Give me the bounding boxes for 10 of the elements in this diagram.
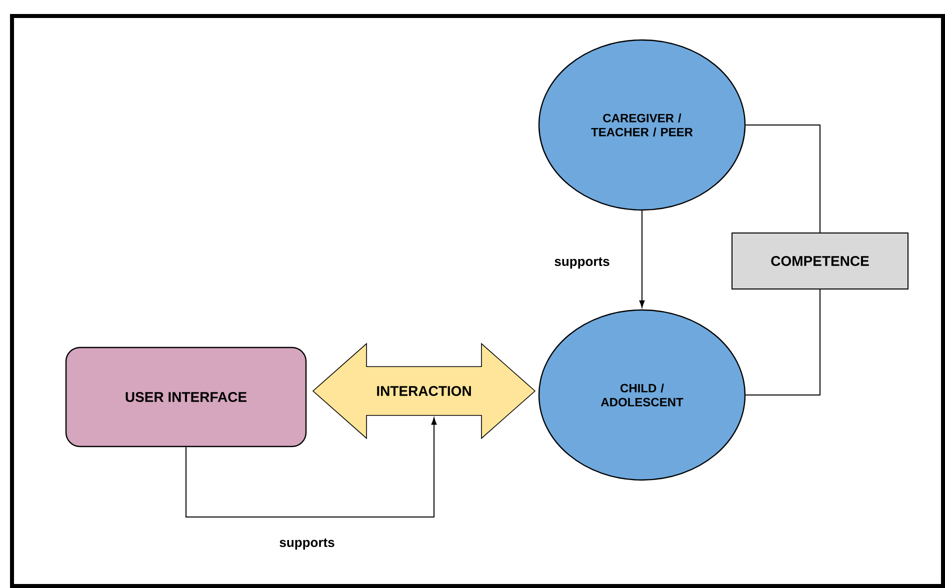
connector	[745, 124, 820, 233]
edge-label: supports	[553, 256, 611, 270]
connector	[639, 210, 645, 308]
label-box: COMPETENCE	[732, 232, 908, 290]
rounded-box: USER INTERFACE	[65, 346, 307, 448]
edge-label: supports	[278, 537, 336, 551]
ellipse-node: CAREGIVER / TEACHER / PEER	[538, 39, 746, 211]
connector	[186, 418, 437, 518]
ellipse-node: CHILD / ADOLESCENT	[538, 309, 746, 481]
connector	[745, 289, 820, 396]
